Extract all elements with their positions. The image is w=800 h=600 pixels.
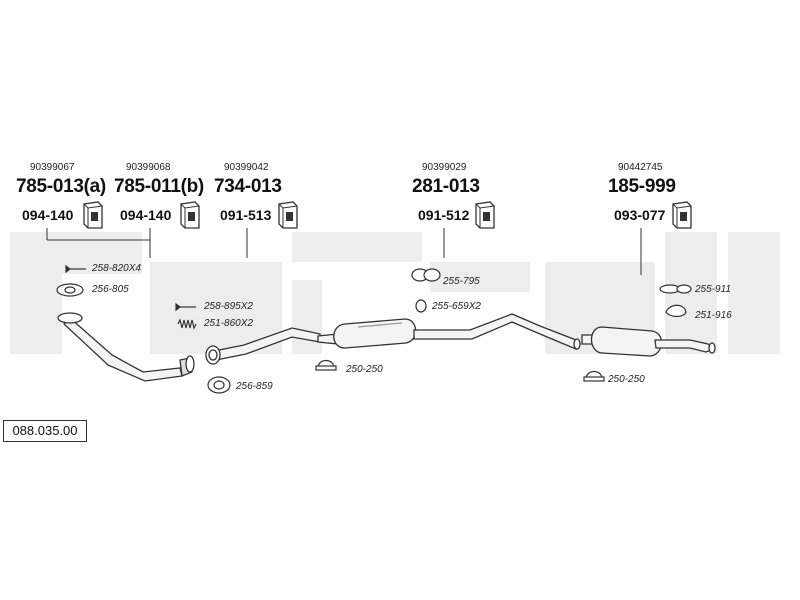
mounting-kit-icon <box>672 201 692 229</box>
label-clamp-center: 250-250 <box>346 364 383 375</box>
label-bolts-mid: 258-895X2 <box>204 301 253 312</box>
hardware-parts <box>56 264 692 394</box>
mounting-number: 091-513 <box>220 207 272 223</box>
ref-number: 90442745 <box>618 162 663 173</box>
mounting-number: 091-512 <box>418 207 470 223</box>
ref-number: 90399067 <box>30 162 75 173</box>
watermark <box>10 232 780 354</box>
part-number: 785-011(b) <box>114 176 204 197</box>
ref-number: 90399068 <box>126 162 171 173</box>
mounting-kit-icon <box>180 201 200 229</box>
ref-number: 90399042 <box>224 162 269 173</box>
label-gasket-front: 256-805 <box>92 284 129 295</box>
part-number: 185-999 <box>608 176 676 197</box>
center-muffler <box>317 313 581 350</box>
label-bracket-rear: 251-916 <box>695 310 732 321</box>
part-number: 785-013(a) <box>16 176 106 197</box>
label-hanger-rear: 255-911 <box>695 284 731 295</box>
catalog-number: 088.035.00 <box>3 420 87 442</box>
part-number: 281-013 <box>412 176 480 197</box>
ref-number: 90399029 <box>422 162 467 173</box>
mounting-kit-icon <box>475 201 495 229</box>
mounting-kit-icon <box>83 201 103 229</box>
label-bolts-front: 258-820X4 <box>92 263 141 274</box>
mounting-number: 093-077 <box>614 207 666 223</box>
label-clamp-rear: 250-250 <box>608 374 645 385</box>
mounting-number: 094-140 <box>22 207 74 223</box>
part-number: 734-013 <box>214 176 282 197</box>
label-springs: 251-860X2 <box>204 318 253 329</box>
label-rings-center: 255-659X2 <box>432 301 481 312</box>
front-pipe <box>57 312 195 382</box>
rear-muffler <box>581 326 716 357</box>
connector-lines <box>46 228 642 275</box>
label-hanger-center: 255-795 <box>443 276 480 287</box>
label-ring: 256-859 <box>236 381 273 392</box>
mounting-kit-icon <box>278 201 298 229</box>
mounting-number: 094-140 <box>120 207 172 223</box>
